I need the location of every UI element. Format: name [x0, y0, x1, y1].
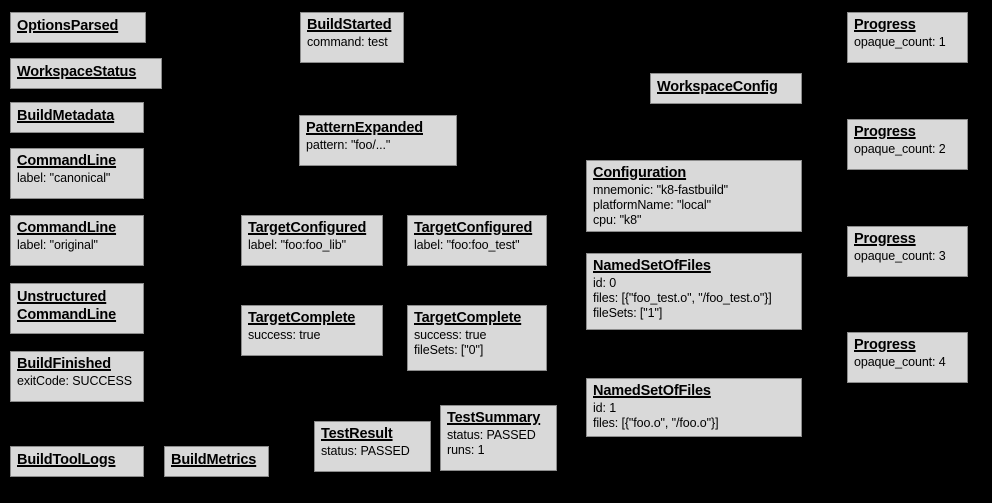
event-node-build-tool-logs[interactable]: BuildToolLogs — [10, 446, 144, 477]
event-node-title: CommandLine — [17, 220, 117, 236]
event-node-field: label: "canonical" — [17, 171, 111, 185]
event-node-progress-2[interactable]: Progress opaque_count: 2 — [847, 119, 968, 170]
event-node-field: success: true — [248, 328, 321, 342]
event-node-title: BuildMetadata — [17, 108, 115, 124]
event-node-progress-1[interactable]: Progress opaque_count: 1 — [847, 12, 968, 63]
event-node-field: mnemonic: "k8-fastbuild" — [593, 183, 729, 197]
event-node-progress-3[interactable]: Progress opaque_count: 3 — [847, 226, 968, 277]
event-node-field: label: "foo:foo_test" — [414, 238, 520, 252]
event-node-fields: status: PASSED — [321, 444, 424, 459]
event-node-fields: opaque_count: 1 — [854, 35, 961, 50]
event-node-field: opaque_count: 4 — [854, 355, 946, 369]
event-node-field: platformName: "local" — [593, 198, 711, 212]
event-node-field: opaque_count: 2 — [854, 142, 946, 156]
event-node-field: files: [{"foo.o", "/foo.o"}] — [593, 416, 719, 430]
event-node-workspace-config[interactable]: WorkspaceConfig — [650, 73, 802, 104]
event-node-title: WorkspaceStatus — [17, 64, 137, 80]
event-node-unstructured-command-line[interactable]: Unstructured CommandLine — [10, 283, 144, 334]
event-node-field: label: "original" — [17, 238, 98, 252]
event-node-title: NamedSetOfFiles — [593, 258, 711, 274]
event-node-field: id: 0 — [593, 276, 617, 290]
event-node-field: opaque_count: 1 — [854, 35, 946, 49]
event-node-field: pattern: "foo/..." — [306, 138, 391, 152]
event-node-title: Progress — [854, 124, 916, 140]
event-node-build-metadata[interactable]: BuildMetadata — [10, 102, 144, 133]
event-node-title: TargetComplete — [248, 310, 356, 326]
event-node-title: Configuration — [593, 165, 687, 181]
event-node-field: files: [{"foo_test.o", "/foo_test.o"}] — [593, 291, 772, 305]
event-node-fields: label: "original" — [17, 238, 137, 253]
event-node-configuration[interactable]: Configuration mnemonic: "k8-fastbuild"pla… — [586, 160, 802, 232]
event-node-fields: mnemonic: "k8-fastbuild"platformName: "l… — [593, 183, 795, 228]
event-node-fields: success: true — [248, 328, 376, 343]
event-node-field: cpu: "k8" — [593, 213, 642, 227]
event-node-title: BuildStarted — [307, 17, 392, 33]
event-node-title: Progress — [854, 231, 916, 247]
event-node-command-line-original[interactable]: CommandLine label: "original" — [10, 215, 144, 266]
event-node-title: TestResult — [321, 426, 393, 442]
event-node-build-started[interactable]: BuildStarted command: test — [300, 12, 404, 63]
event-node-title: TargetComplete — [414, 310, 522, 326]
event-node-title: WorkspaceConfig — [657, 79, 778, 95]
event-node-field: status: PASSED — [447, 428, 536, 442]
event-node-field: command: test — [307, 35, 388, 49]
event-node-fields: command: test — [307, 35, 397, 50]
event-node-field: label: "foo:foo_lib" — [248, 238, 346, 252]
event-node-title: CommandLine — [17, 153, 117, 169]
event-node-target-complete-lib[interactable]: TargetComplete success: true — [241, 305, 383, 356]
event-node-title: BuildFinished — [17, 356, 111, 372]
event-node-title: TargetConfigured — [414, 220, 533, 236]
event-node-fields: pattern: "foo/..." — [306, 138, 450, 153]
event-node-workspace-status[interactable]: WorkspaceStatus — [10, 58, 162, 89]
event-node-field: fileSets: ["1"] — [593, 306, 663, 320]
event-node-title: Progress — [854, 17, 916, 33]
event-node-field: fileSets: ["0"] — [414, 343, 484, 357]
event-node-title: TargetConfigured — [248, 220, 367, 236]
event-node-field: runs: 1 — [447, 443, 485, 457]
event-node-field: exitCode: SUCCESS — [17, 374, 133, 388]
event-node-title: OptionsParsed — [17, 18, 119, 34]
event-node-command-line-canonical[interactable]: CommandLine label: "canonical" — [10, 148, 144, 199]
event-node-title: PatternExpanded — [306, 120, 423, 136]
event-node-fields: opaque_count: 4 — [854, 355, 961, 370]
event-node-pattern-expanded[interactable]: PatternExpanded pattern: "foo/..." — [299, 115, 457, 166]
event-node-title: Progress — [854, 337, 916, 353]
event-node-fields: opaque_count: 3 — [854, 249, 961, 264]
event-node-fields: exitCode: SUCCESS — [17, 374, 137, 389]
event-node-build-metrics[interactable]: BuildMetrics — [164, 446, 269, 477]
event-node-field: id: 1 — [593, 401, 617, 415]
event-node-title: NamedSetOfFiles — [593, 383, 711, 399]
event-node-title: BuildMetrics — [171, 452, 257, 468]
event-node-field: opaque_count: 3 — [854, 249, 946, 263]
event-node-fields: label: "canonical" — [17, 171, 137, 186]
event-node-fields: opaque_count: 2 — [854, 142, 961, 157]
event-node-build-finished[interactable]: BuildFinished exitCode: SUCCESS — [10, 351, 144, 402]
event-node-target-configured-lib[interactable]: TargetConfigured label: "foo:foo_lib" — [241, 215, 383, 266]
event-node-field: status: PASSED — [321, 444, 410, 458]
event-node-progress-4[interactable]: Progress opaque_count: 4 — [847, 332, 968, 383]
event-node-test-result[interactable]: TestResult status: PASSED — [314, 421, 431, 472]
event-node-title: TestSummary — [447, 410, 541, 426]
event-node-field: success: true — [414, 328, 487, 342]
event-node-target-configured-test[interactable]: TargetConfigured label: "foo:foo_test" — [407, 215, 547, 266]
event-node-fields: label: "foo:foo_lib" — [248, 238, 376, 253]
event-node-title: BuildToolLogs — [17, 452, 116, 468]
event-node-title: Unstructured CommandLine — [17, 289, 117, 323]
event-node-fields: label: "foo:foo_test" — [414, 238, 540, 253]
event-node-options-parsed[interactable]: OptionsParsed — [10, 12, 146, 43]
